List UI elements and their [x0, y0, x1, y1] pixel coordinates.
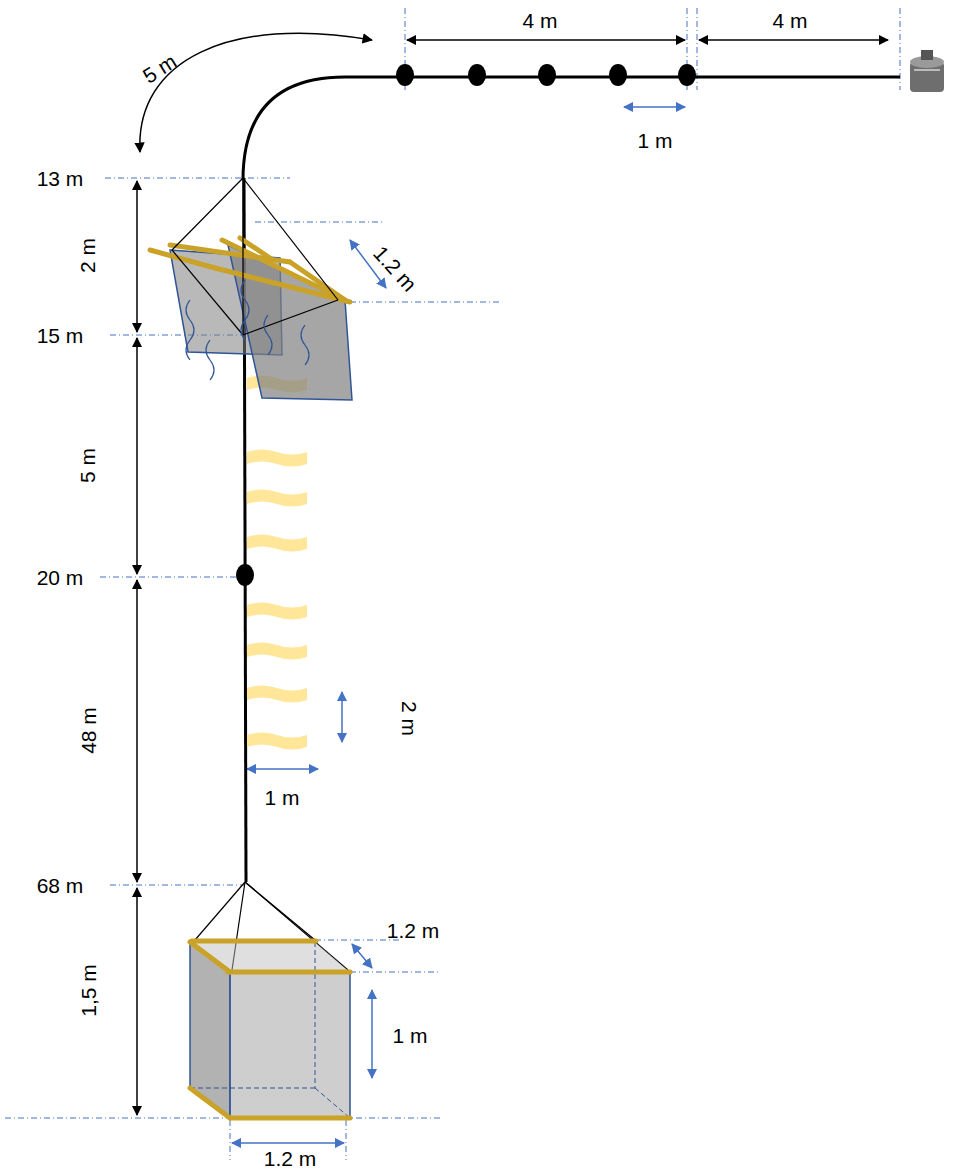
dimension-arrow — [247, 768, 318, 770]
cage — [190, 942, 350, 972]
dimension-arrow — [136, 338, 138, 574]
dimension-label: 15 m — [37, 325, 84, 346]
float — [538, 64, 556, 86]
dimension-label: 1.2 m — [264, 1148, 317, 1169]
fad-panel — [170, 245, 352, 400]
dimension-arrow — [137, 33, 888, 1115]
dimension-arrow — [136, 580, 138, 882]
bridle-line — [243, 178, 338, 300]
cage — [315, 1088, 350, 1118]
dimension-label: 5 m — [77, 447, 98, 482]
guide-line — [230, 1120, 231, 1160]
hanging-string — [186, 300, 194, 360]
dimension-arrow — [352, 944, 372, 968]
surface-buoy — [910, 50, 944, 92]
cage — [230, 972, 350, 1118]
cage-frame — [190, 942, 230, 972]
dimension-label: 20 m — [37, 567, 84, 588]
cage-frame — [192, 939, 316, 944]
dimension-label: 1 m — [264, 787, 299, 808]
float — [396, 64, 414, 86]
guide-line — [350, 302, 500, 303]
cage — [190, 1088, 315, 1089]
bridle-line — [172, 178, 243, 250]
streamer — [247, 733, 307, 750]
streamer — [247, 535, 307, 552]
guide-line — [5, 8, 900, 1160]
dimension-arrow — [699, 39, 888, 41]
streamer — [247, 490, 307, 507]
dimension-label: 13 m — [37, 168, 84, 189]
float — [236, 564, 254, 586]
hanging-string — [264, 315, 272, 355]
dimension-arrow — [140, 33, 372, 152]
cage — [315, 942, 316, 1088]
guide-line — [105, 178, 290, 179]
streamer — [247, 643, 307, 660]
dimension-label: 1,5 m — [78, 964, 99, 1017]
guide-line — [350, 972, 440, 973]
dimension-label: 4 m — [772, 10, 807, 31]
dimension-label: 1.2 m — [387, 920, 440, 941]
dimension-label: 2 m — [399, 700, 420, 735]
dimension-arrow — [232, 1142, 344, 1144]
cage-frame — [230, 1116, 350, 1121]
hanging-string — [186, 280, 309, 380]
guide-line — [5, 1118, 440, 1119]
cage-frame — [190, 1088, 230, 1118]
float — [468, 64, 486, 86]
guide-line — [255, 222, 385, 223]
streamer — [247, 603, 307, 620]
dimension-arrow — [407, 39, 685, 41]
hanging-string — [206, 340, 214, 380]
dimension-label: 2 m — [77, 237, 98, 272]
dimension-arrow — [341, 692, 343, 742]
bridle-line — [172, 250, 243, 335]
dimension-label: 5 m — [140, 50, 181, 86]
float — [236, 64, 696, 586]
dimension-label: 68 m — [37, 875, 84, 896]
fad-frame — [150, 250, 215, 268]
fad-frame — [215, 268, 350, 302]
bridle-line — [243, 300, 338, 335]
guide-line — [110, 885, 245, 886]
fad-frame — [150, 238, 350, 302]
bridle-line — [242, 178, 243, 335]
float — [609, 64, 627, 86]
streamer — [247, 450, 307, 467]
guide-line — [346, 1120, 347, 1160]
dimension-arrow — [371, 990, 373, 1078]
guide-line — [100, 577, 245, 578]
fad-panel — [228, 245, 352, 400]
dimension-arrow — [624, 106, 685, 108]
cage — [190, 942, 350, 1118]
surface-buoy — [921, 50, 933, 60]
bridle-line — [172, 178, 348, 970]
dimension-arrow — [136, 181, 138, 332]
mooring-rope — [243, 77, 900, 180]
dimension-label: 48 m — [78, 707, 99, 754]
cage-frame — [228, 970, 350, 975]
hanging-string — [241, 280, 249, 340]
surface-buoy — [914, 69, 940, 71]
dimension-label: 1 m — [637, 130, 672, 151]
streamer — [247, 376, 307, 750]
mooring-rope — [243, 77, 900, 882]
cage — [190, 942, 230, 1118]
float — [678, 64, 696, 86]
hanging-string — [301, 325, 309, 365]
streamer — [247, 686, 307, 703]
dimension-label: 1 m — [392, 1025, 427, 1046]
dimension-label: 1.2 m — [370, 241, 421, 294]
fad-frame — [240, 238, 270, 258]
dimension-arrow — [136, 888, 138, 1115]
dimension-label: 4 m — [522, 10, 557, 31]
cage-frame — [190, 941, 350, 1118]
